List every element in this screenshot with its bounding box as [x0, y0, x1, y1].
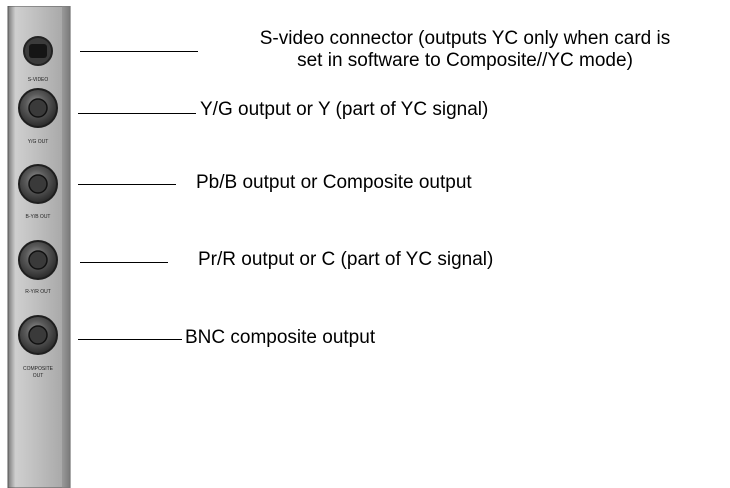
io-bracket-panel: S-VIDEO Y/G OUT B-Y/B OUT R-Y/R OUT COMP…: [7, 6, 71, 488]
callout-bnc: BNC composite output: [185, 327, 376, 348]
bnc-connector-prr-graphic: [18, 240, 58, 280]
port-label-yg: Y/G OUT: [28, 139, 49, 145]
port-label-out: OUT: [33, 373, 44, 379]
callout-s-video-line-1: S-video connector (outputs YC only when …: [259, 28, 671, 49]
bnc-connector-pbb-graphic: [18, 164, 58, 204]
port-label-composite: COMPOSITE: [23, 366, 54, 372]
callout-line-pbb: [78, 184, 176, 185]
s-video-connector-graphic: [23, 36, 53, 66]
bnc-connector-composite-graphic: [18, 315, 58, 355]
callout-line-s-video: [80, 51, 198, 52]
bnc-connector-yg-graphic: [18, 88, 58, 128]
port-label-pbb: B-Y/B OUT: [25, 214, 50, 220]
callout-yg: Y/G output or Y (part of YC signal): [200, 99, 489, 120]
callout-line-bnc: [78, 339, 182, 340]
callout-prr: Pr/R output or C (part of YC signal): [198, 249, 494, 270]
callout-s-video-line-2: set in software to Composite//YC mode): [297, 50, 633, 71]
port-label-prr: R-Y/R OUT: [25, 289, 51, 295]
port-label-s-video: S-VIDEO: [28, 77, 49, 83]
callout-s-video: S-video connector (outputs YC only when …: [200, 28, 730, 72]
callout-pbb: Pb/B output or Composite output: [196, 172, 472, 193]
callout-line-yg: [78, 113, 196, 114]
callout-line-prr: [80, 262, 168, 263]
